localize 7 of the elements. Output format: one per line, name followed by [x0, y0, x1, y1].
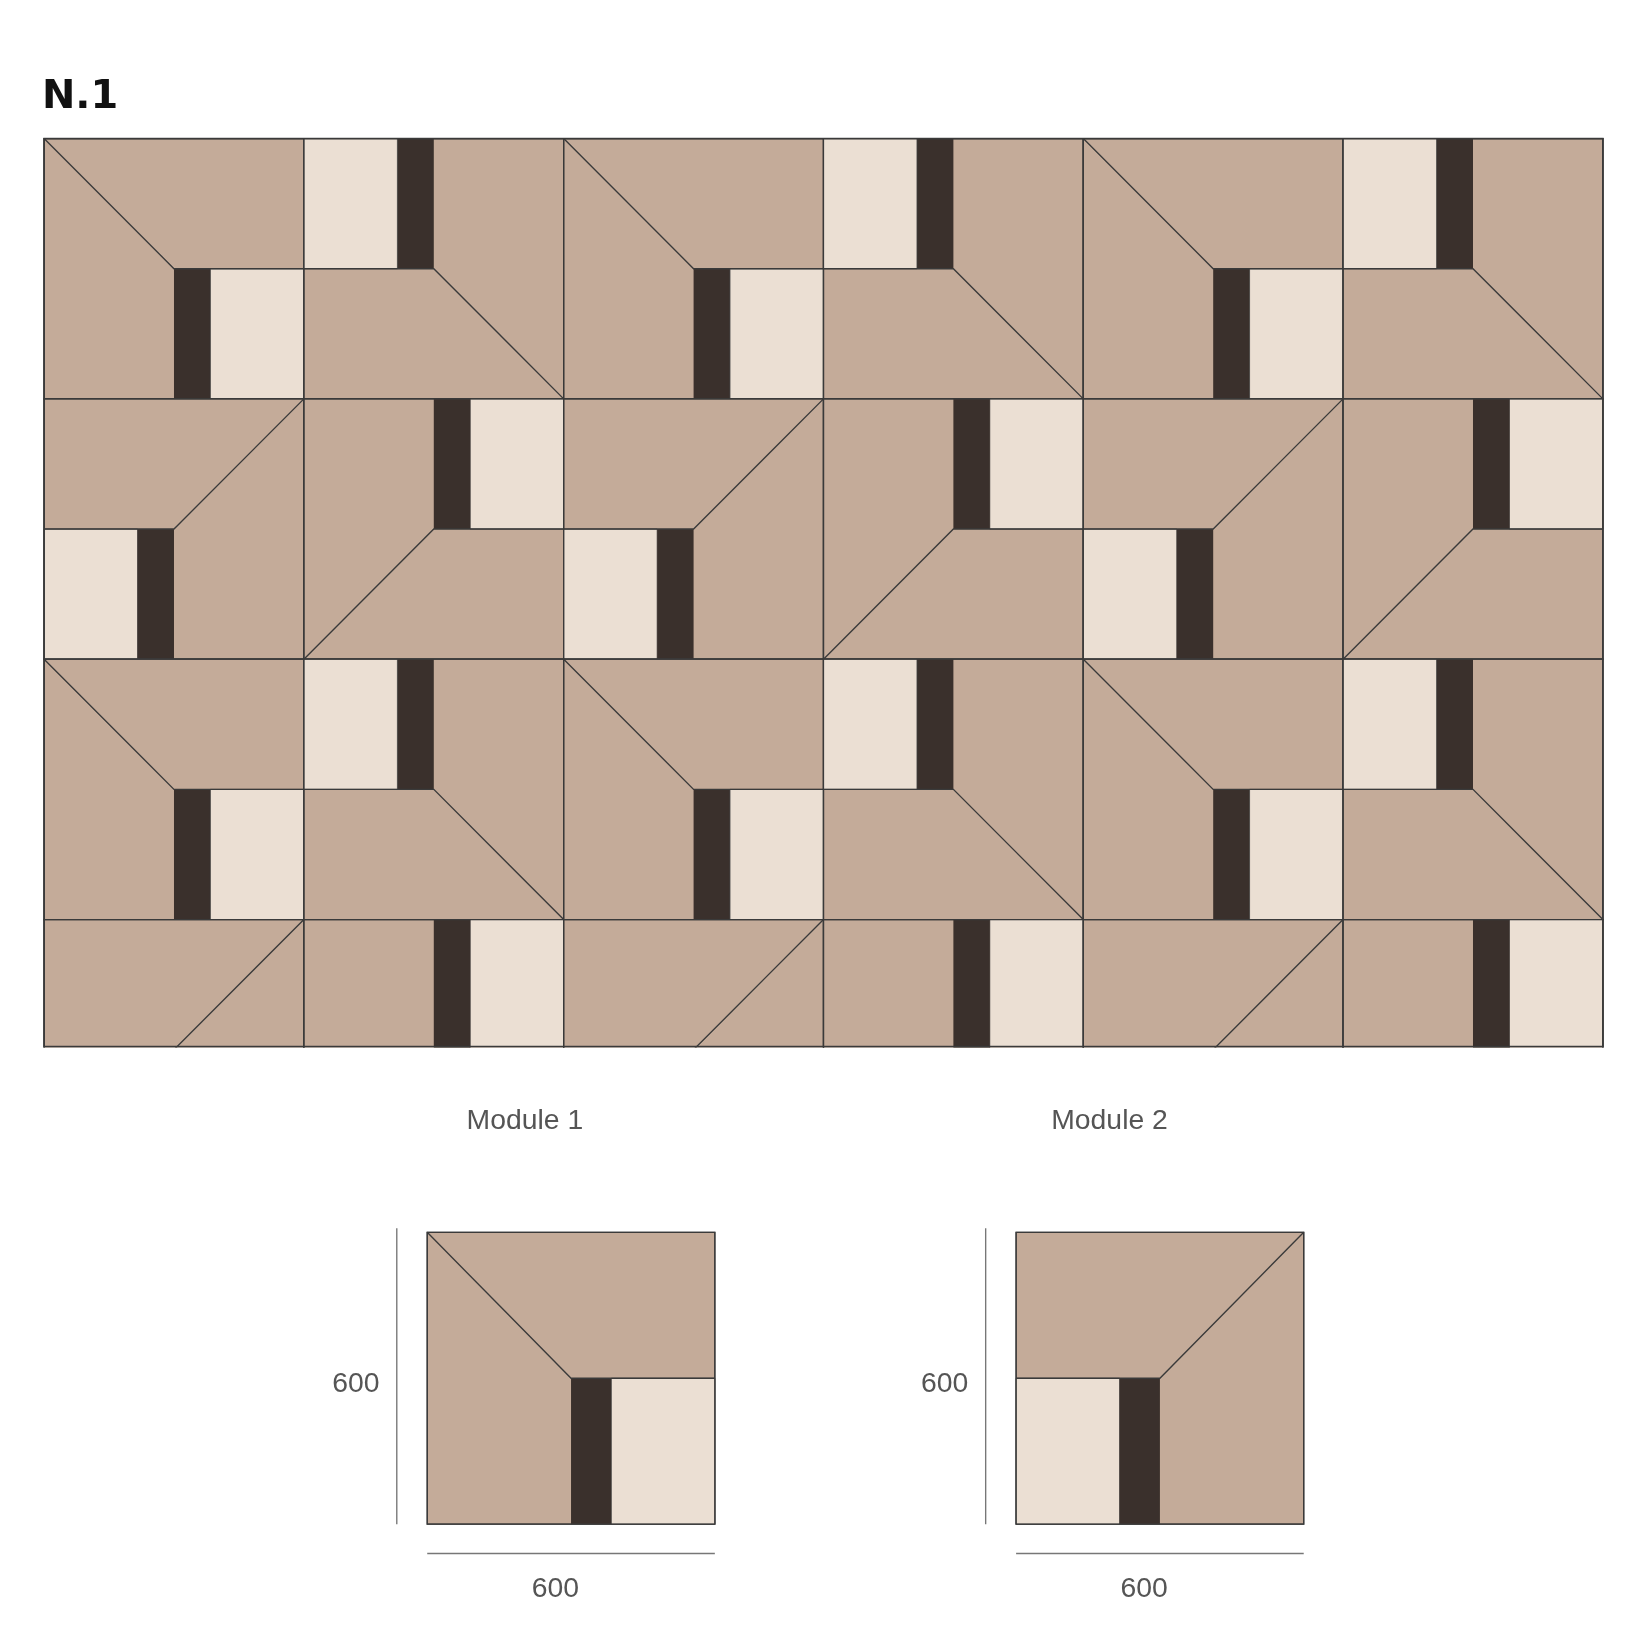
dimension-label: 600	[921, 1367, 969, 1400]
dimension-label: 600	[531, 1571, 579, 1605]
dimension-label: 600	[1120, 1571, 1168, 1605]
heading: N.1	[42, 71, 119, 118]
module-caption: Module 1	[466, 1103, 584, 1137]
dimension-label: 600	[332, 1367, 380, 1400]
module-caption: Module 2	[1051, 1103, 1168, 1137]
